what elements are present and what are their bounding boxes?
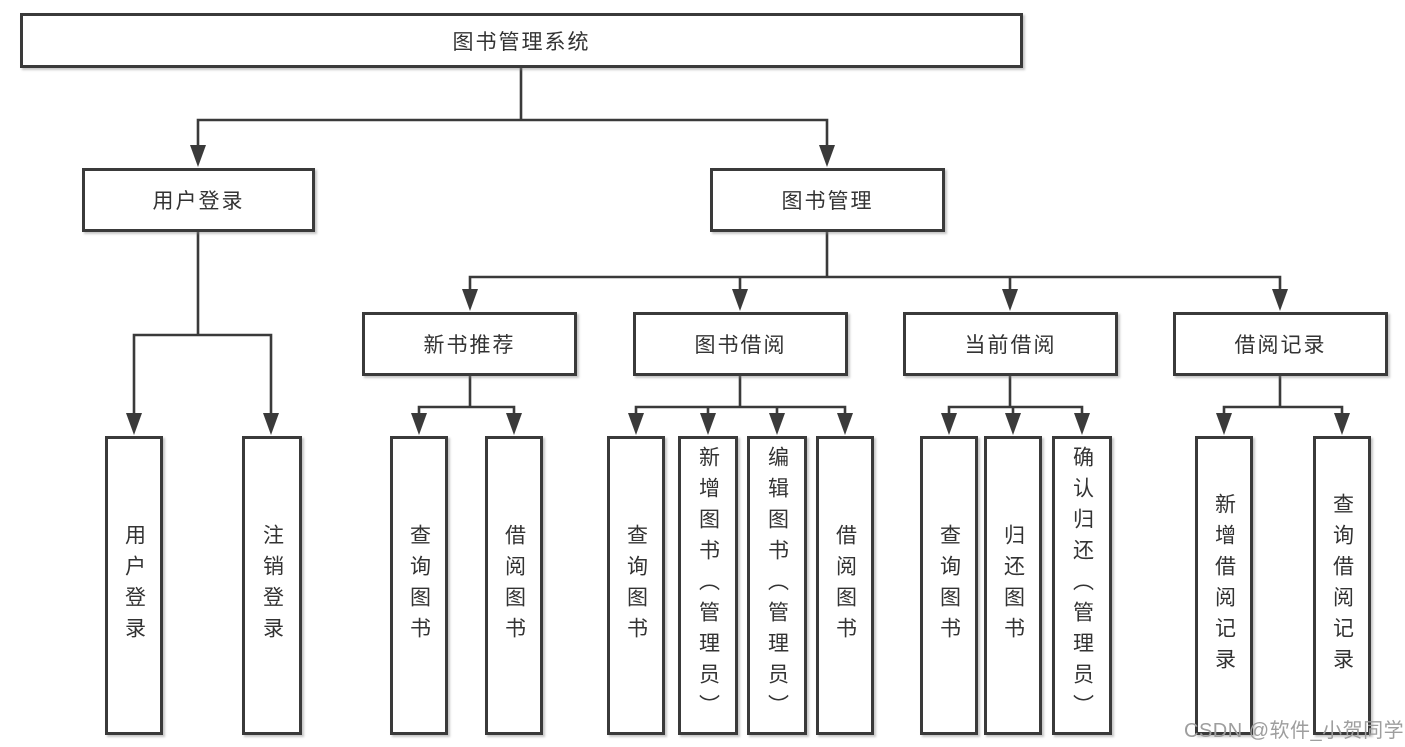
connector-root-to-level2 bbox=[190, 66, 835, 167]
connector-book-management-branch bbox=[462, 230, 1288, 311]
arrowhead-icon bbox=[700, 413, 716, 435]
node-leaf-add-borrow-record: 新增借阅记录 bbox=[1195, 436, 1253, 735]
arrowhead-icon bbox=[462, 289, 478, 311]
arrowhead-icon bbox=[732, 289, 748, 311]
connector-book-borrow-branch bbox=[628, 374, 853, 435]
csdn-watermark: CSDN @软件_小贺同学 bbox=[1184, 720, 1405, 742]
arrowhead-icon bbox=[411, 413, 427, 435]
node-user-login: 用户登录 bbox=[82, 168, 315, 232]
arrowhead-icon bbox=[1005, 413, 1021, 435]
arrowhead-icon bbox=[506, 413, 522, 435]
node-leaf-confirm-return-admin: 确认归还（管理员） bbox=[1052, 436, 1112, 735]
arrowhead-icon bbox=[263, 413, 279, 435]
connector-borrow-records-branch bbox=[1216, 374, 1350, 435]
node-new-books: 新书推荐 bbox=[362, 312, 577, 376]
node-leaf-query-books-2: 查询图书 bbox=[607, 436, 665, 735]
arrowhead-icon bbox=[190, 145, 206, 167]
node-root-system: 图书管理系统 bbox=[20, 13, 1023, 68]
node-leaf-logout: 注销登录 bbox=[242, 436, 302, 735]
node-book-borrow: 图书借阅 bbox=[633, 312, 848, 376]
node-borrow-records: 借阅记录 bbox=[1173, 312, 1388, 376]
arrowhead-icon bbox=[819, 145, 835, 167]
node-leaf-query-books-1: 查询图书 bbox=[390, 436, 448, 735]
node-leaf-add-books-admin: 新增图书（管理员） bbox=[678, 436, 738, 735]
arrowhead-icon bbox=[1272, 289, 1288, 311]
connector-user-login-branch bbox=[126, 230, 279, 435]
arrowhead-icon bbox=[1002, 289, 1018, 311]
arrowhead-icon bbox=[837, 413, 853, 435]
node-leaf-edit-books-admin: 编辑图书（管理员） bbox=[747, 436, 807, 735]
connector-current-borrow-branch bbox=[941, 374, 1090, 435]
arrowhead-icon bbox=[769, 413, 785, 435]
node-book-management: 图书管理 bbox=[710, 168, 945, 232]
node-leaf-user-login: 用户登录 bbox=[105, 436, 163, 735]
arrowhead-icon bbox=[941, 413, 957, 435]
node-leaf-query-borrow-record: 查询借阅记录 bbox=[1313, 436, 1371, 735]
node-current-borrow: 当前借阅 bbox=[903, 312, 1118, 376]
arrowhead-icon bbox=[1334, 413, 1350, 435]
arrowhead-icon bbox=[628, 413, 644, 435]
arrowhead-icon bbox=[1216, 413, 1232, 435]
arrowhead-icon bbox=[1074, 413, 1090, 435]
node-leaf-borrow-books-1: 借阅图书 bbox=[485, 436, 543, 735]
node-leaf-return-books: 归还图书 bbox=[984, 436, 1042, 735]
connector-new-books-branch bbox=[411, 374, 522, 435]
arrowhead-icon bbox=[126, 413, 142, 435]
node-leaf-query-books-3: 查询图书 bbox=[920, 436, 978, 735]
node-leaf-borrow-books-2: 借阅图书 bbox=[816, 436, 874, 735]
